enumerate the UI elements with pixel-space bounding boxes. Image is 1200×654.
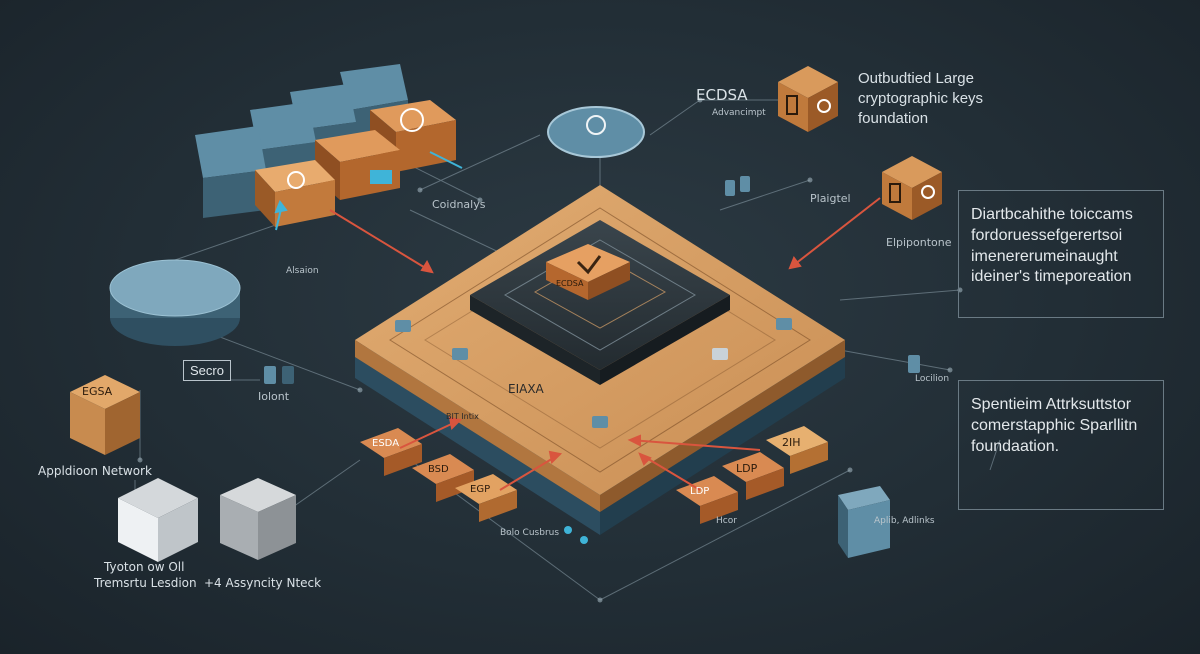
central-core-block — [470, 220, 730, 385]
secro-tag: Secro — [183, 360, 231, 381]
ecdsa-center-label: ECDSA — [556, 279, 584, 288]
device-icons — [264, 176, 920, 428]
data-cube-dark — [118, 478, 198, 562]
lower-tiles — [360, 426, 828, 524]
database-disk — [109, 259, 241, 346]
left-cube-label: EGSA — [82, 385, 113, 398]
data-cube-grey — [220, 478, 296, 560]
tile-label: 2IH — [782, 436, 801, 449]
panel-line: comerstapphic Sparllitn — [971, 416, 1138, 434]
eiaxa-label: EIAXA — [508, 382, 544, 396]
left-cube — [70, 375, 140, 455]
locilion-label: Locilion — [915, 374, 950, 384]
application-network-label: Appldioon Network — [38, 464, 152, 478]
right-blue-block — [838, 486, 890, 558]
top-right-line-2: cryptographic keys — [858, 90, 984, 107]
panel-line: foundaation. — [971, 437, 1060, 455]
tile-label: LDP — [690, 486, 710, 497]
hcor-label: Hcor — [716, 516, 737, 526]
tile-label: EGP — [470, 484, 491, 495]
tile-label: ESDA — [372, 438, 400, 449]
aplib-label: Aplib, Adlinks — [874, 516, 935, 526]
round-node — [547, 106, 645, 158]
panel-line: imenererumeinaught — [971, 247, 1118, 265]
upper-left-blocks — [195, 64, 456, 227]
panel-line: fordoruessefgerertsoi — [971, 226, 1123, 244]
top-right-line-3: foundation — [858, 110, 929, 127]
top-right-cube — [778, 66, 838, 132]
ecdsa-top-sub-label: Advancimpt — [712, 108, 766, 118]
bolo-cusbrus-label: Bolo Cusbrus — [500, 528, 560, 538]
info-panel-middle-right: Diartbcahithe toiccams fordoruessefgerer… — [958, 190, 1164, 318]
info-panel-lower-right: Spentieim Attrksuttstor comerstapphic Sp… — [958, 380, 1164, 510]
iolont-label: Iolont — [258, 390, 290, 403]
center-cube — [546, 244, 630, 300]
top-right-line-1: Outbudtied Large — [858, 70, 974, 87]
tyoton-label: Tyoton ow Oll — [104, 560, 185, 574]
epipontone-label: Elpipontone — [886, 236, 952, 249]
tremsrtu-label: Tremsrtu Lesdion — [94, 576, 197, 590]
alsaion-label: Alsaion — [286, 266, 319, 276]
panel-line: ideiner's timeporeation — [971, 268, 1132, 286]
tile-label: BSD — [428, 464, 449, 475]
plaigtel-label: Plaigtel — [810, 192, 851, 205]
tile-label: LDP — [736, 462, 758, 475]
red-arrows — [329, 197, 881, 491]
coidnalys-label: Coidnalys — [432, 198, 486, 211]
ecdsa-top-label: ECDSA — [696, 86, 748, 104]
panel-line: Diartbcahithe toiccams — [971, 206, 1133, 223]
cyan-connectors — [274, 151, 588, 544]
aasyncity-label: +4 Assyncity Nteck — [204, 576, 322, 590]
bits-label: BIT Intix — [446, 412, 479, 421]
mid-right-cube — [882, 156, 942, 220]
panel-line: Spentieim Attrksuttstor — [971, 396, 1132, 413]
